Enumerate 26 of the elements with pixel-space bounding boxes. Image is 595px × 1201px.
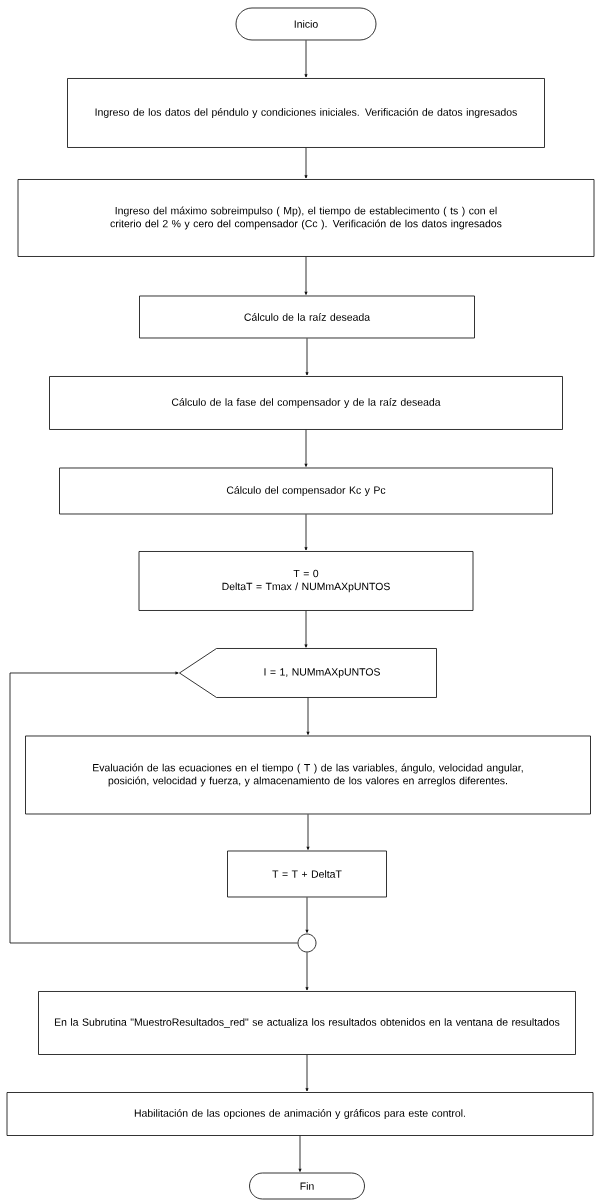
arrow — [305, 1054, 309, 1092]
process-box: Cálculo del compensador Kc y Pc — [59, 467, 553, 515]
arrow — [306, 697, 310, 735]
connector-circle — [297, 933, 317, 953]
arrow — [9, 671, 298, 944]
arrow — [304, 514, 308, 551]
arrow — [305, 338, 309, 376]
arrow — [305, 897, 309, 933]
process-box: Evaluación de las ecuaciones en el tiempo ( T ) de las variables, ángulo, velocidad angular, posición, velocidad y fuerza, y almacenamiento de los valores en arreglos diferentes. — [25, 735, 591, 815]
loop-hexagon: I = 1, NUMmAXpUNTOS — [179, 648, 437, 698]
process-box: Habilitación de las opciones de animación y gráficos para este control. — [6, 1092, 594, 1136]
process-box: Ingreso de los datos del péndulo y condiciones iniciales. Verificación de datos ingresados — [67, 78, 545, 148]
process-box: Cálculo de la raíz deseada — [139, 295, 475, 339]
arrow — [304, 429, 308, 467]
arrow — [304, 147, 308, 179]
arrow — [305, 952, 309, 991]
process-box: T = T + DeltaT — [227, 850, 387, 898]
arrow — [304, 256, 308, 295]
process-box: En la Subrutina "MuestroResultados_red" se actualiza los resultados obtenidos en la ventana de resultados — [38, 991, 576, 1055]
process-box: T = 0 DeltaT = Tmax / NUMmAXpUNTOS — [138, 551, 474, 611]
process-box: Ingreso del máximo sobreimpulso ( Mp), el tiempo de establecimento ( ts ) con el criterio del 2 % y cero del compensador (Cc ). Verificación de los datos ingresados — [17, 179, 595, 257]
arrow — [304, 40, 308, 78]
process-box: Cálculo de la fase del compensador y de la raíz deseada — [49, 376, 563, 430]
arrow — [298, 1135, 302, 1172]
arrow — [304, 610, 308, 648]
arrow — [306, 814, 310, 850]
